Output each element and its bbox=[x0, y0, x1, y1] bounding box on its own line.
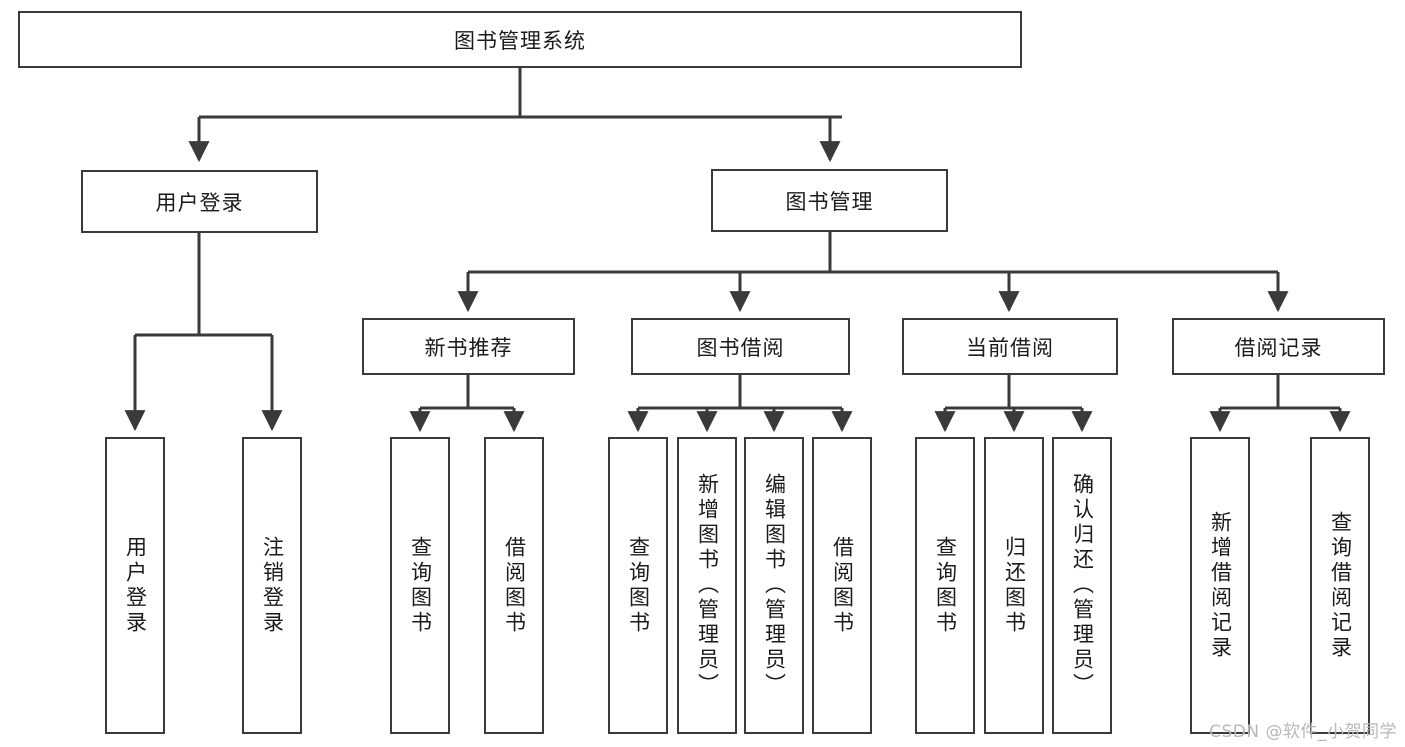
leaf-borrow-book-recommend[interactable]: 借阅图书 bbox=[484, 437, 544, 734]
node-book-borrow-label: 图书借阅 bbox=[696, 335, 785, 360]
leaf-edit-book-admin-label: 编辑图书（管理员） bbox=[762, 473, 787, 698]
node-new-book-recommend[interactable]: 新书推荐 bbox=[362, 318, 575, 375]
leaf-add-book-admin[interactable]: 新增图书（管理员） bbox=[677, 437, 737, 734]
node-user-login-label: 用户登录 bbox=[155, 190, 244, 215]
leaf-query-book-current[interactable]: 查询图书 bbox=[915, 437, 975, 734]
node-borrow-record-label: 借阅记录 bbox=[1234, 335, 1323, 360]
node-root-label: 图书管理系统 bbox=[454, 28, 586, 53]
leaf-borrow-book-recommend-label: 借阅图书 bbox=[502, 535, 527, 636]
leaf-add-book-admin-label: 新增图书（管理员） bbox=[695, 473, 720, 698]
leaf-query-book-current-label: 查询图书 bbox=[933, 535, 958, 636]
leaf-logout[interactable]: 注销登录 bbox=[242, 437, 302, 734]
node-user-login[interactable]: 用户登录 bbox=[81, 170, 318, 233]
leaf-query-book-recommend[interactable]: 查询图书 bbox=[390, 437, 450, 734]
leaf-add-borrow-record[interactable]: 新增借阅记录 bbox=[1190, 437, 1250, 734]
leaf-add-borrow-record-label: 新增借阅记录 bbox=[1208, 510, 1233, 661]
leaf-confirm-return-admin[interactable]: 确认归还（管理员） bbox=[1052, 437, 1112, 734]
leaf-query-borrow-record[interactable]: 查询借阅记录 bbox=[1310, 437, 1370, 734]
leaf-return-book[interactable]: 归还图书 bbox=[984, 437, 1044, 734]
leaf-query-borrow-record-label: 查询借阅记录 bbox=[1328, 510, 1353, 661]
leaf-borrow-book[interactable]: 借阅图书 bbox=[812, 437, 872, 734]
leaf-query-book-borrow-label: 查询图书 bbox=[626, 535, 651, 636]
leaf-confirm-return-admin-label: 确认归还（管理员） bbox=[1070, 473, 1095, 698]
leaf-user-login[interactable]: 用户登录 bbox=[105, 437, 165, 734]
node-book-management[interactable]: 图书管理 bbox=[711, 169, 948, 232]
leaf-return-book-label: 归还图书 bbox=[1002, 535, 1027, 636]
node-root[interactable]: 图书管理系统 bbox=[18, 11, 1022, 68]
node-borrow-record[interactable]: 借阅记录 bbox=[1172, 318, 1385, 375]
node-new-book-recommend-label: 新书推荐 bbox=[424, 335, 513, 360]
leaf-query-book-recommend-label: 查询图书 bbox=[408, 535, 433, 636]
node-current-borrow-label: 当前借阅 bbox=[966, 335, 1054, 360]
node-book-borrow[interactable]: 图书借阅 bbox=[631, 318, 850, 375]
leaf-logout-label: 注销登录 bbox=[260, 535, 285, 636]
node-book-management-label: 图书管理 bbox=[785, 189, 874, 214]
watermark: CSDN @软件_小贺同学 bbox=[1209, 722, 1397, 742]
leaf-query-book-borrow[interactable]: 查询图书 bbox=[608, 437, 668, 734]
leaf-edit-book-admin[interactable]: 编辑图书（管理员） bbox=[744, 437, 804, 734]
leaf-user-login-label: 用户登录 bbox=[123, 535, 148, 636]
node-current-borrow[interactable]: 当前借阅 bbox=[902, 318, 1118, 375]
leaf-borrow-book-label: 借阅图书 bbox=[830, 535, 855, 636]
